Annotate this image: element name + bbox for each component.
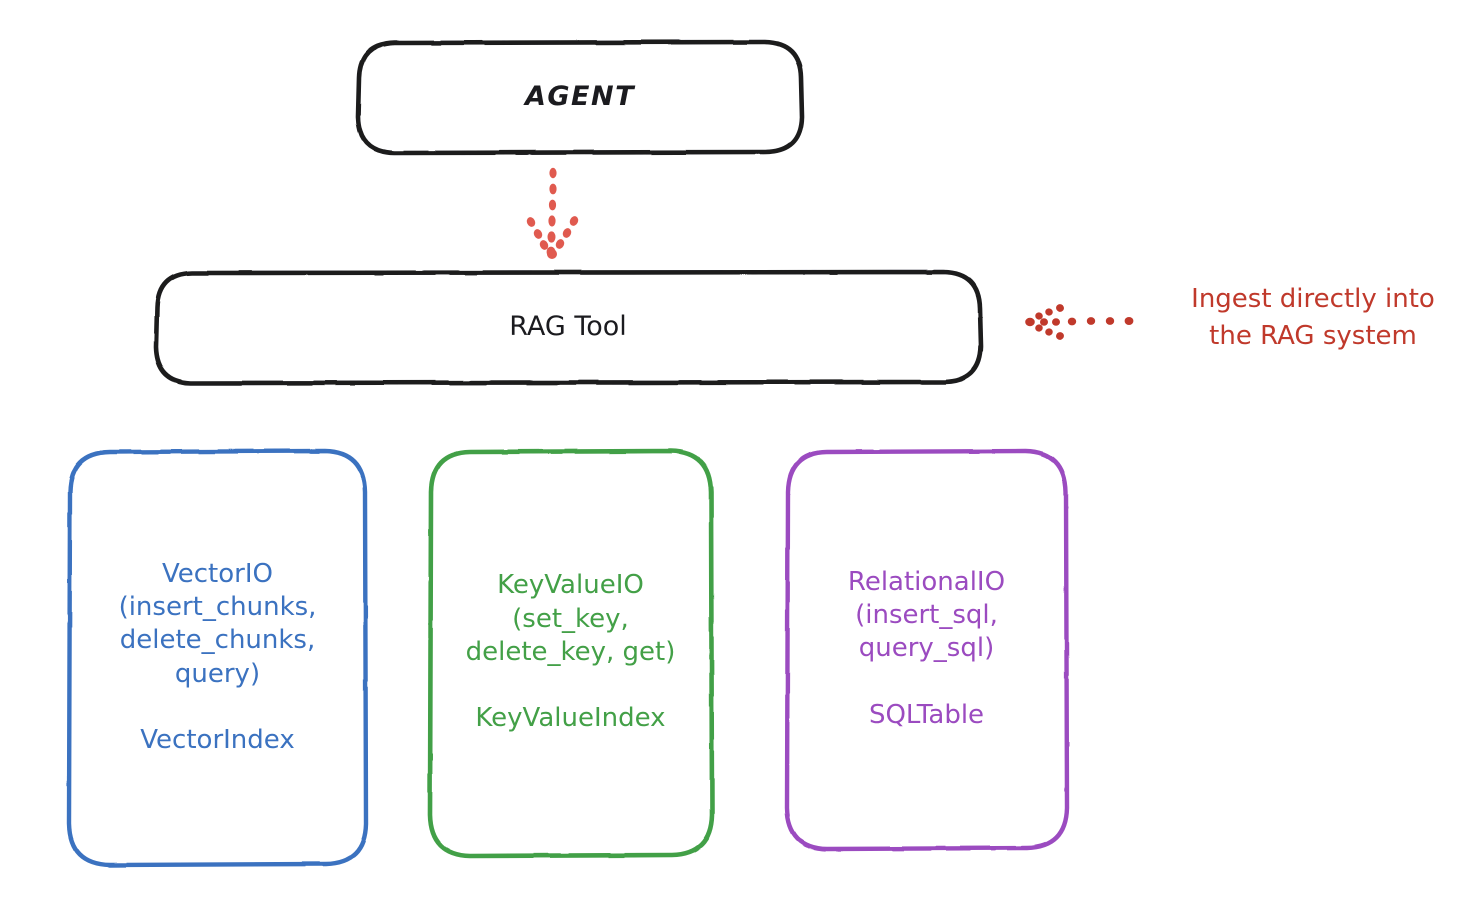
relationalio-box-outline — [784, 448, 1070, 852]
keyvalueio-box-outline — [427, 448, 715, 859]
vectorio-label: VectorIO (insert_chunks, delete_chunks, … — [118, 558, 317, 756]
agent-node[interactable]: AGENT — [358, 42, 802, 153]
vectorio-node[interactable]: VectorIO (insert_chunks, delete_chunks, … — [69, 450, 366, 865]
agent-label: AGENT — [524, 81, 635, 113]
ingest-annotation: Ingest directly into the RAG system — [1191, 284, 1435, 351]
relationalio-node[interactable]: RelationalIO (insert_sql, query_sql) SQL… — [787, 450, 1066, 848]
keyvalueio-label: KeyValueIO (set_key, delete_key, get) Ke… — [465, 570, 676, 734]
rag-tool-box-outline — [153, 269, 984, 386]
ingest-note-arrow — [1025, 304, 1134, 340]
agent-box-outline — [355, 39, 805, 156]
vectorio-box-outline — [66, 448, 369, 868]
agent-to-ragtool-arrow — [526, 167, 579, 259]
rag-tool-label: RAG Tool — [509, 311, 627, 343]
rag-tool-node[interactable]: RAG Tool — [156, 272, 980, 383]
keyvalueio-node[interactable]: KeyValueIO (set_key, delete_key, get) Ke… — [430, 450, 711, 855]
relationalio-label: RelationalIO (insert_sql, query_sql) SQL… — [847, 566, 1006, 730]
